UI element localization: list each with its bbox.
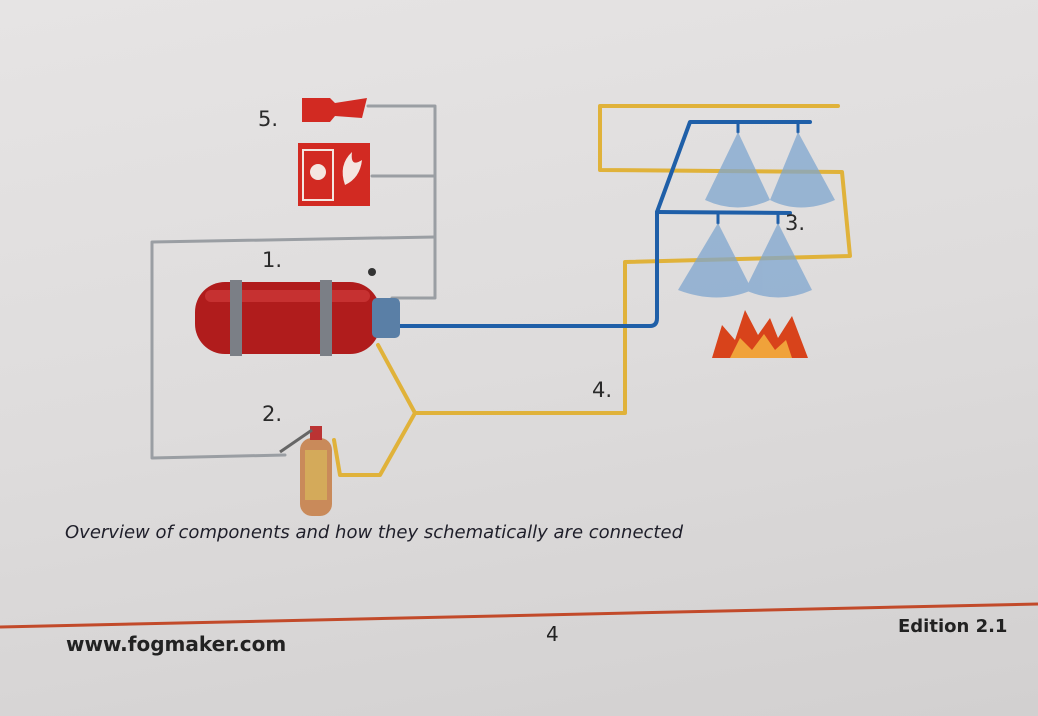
fire-suppression-cylinder xyxy=(195,268,400,356)
label-3: 3. xyxy=(785,211,806,235)
detection-tube xyxy=(376,104,852,415)
fire-alarm-sign-icon xyxy=(298,143,370,206)
alarm-siren-icon xyxy=(302,98,367,122)
label-2: 2. xyxy=(262,402,283,426)
label-1: 1. xyxy=(262,248,283,272)
extinguishing-pipe xyxy=(390,120,812,328)
handheld-extinguisher xyxy=(279,426,332,516)
page-number: 4 xyxy=(546,622,559,646)
footer-rule xyxy=(0,602,1038,629)
figure-caption: Overview of components and how they sche… xyxy=(65,522,683,543)
pipe-branch xyxy=(655,210,792,215)
detection-tube-branch xyxy=(332,411,417,477)
edition-label: Edition 2.1 xyxy=(898,616,1008,637)
alarm-wire xyxy=(366,104,437,300)
spray-mist-icons xyxy=(678,132,835,298)
label-5: 5. xyxy=(258,107,279,131)
control-wire-loop xyxy=(150,235,437,460)
label-4: 4. xyxy=(592,378,613,402)
footer-website: www.fogmaker.com xyxy=(66,632,287,656)
